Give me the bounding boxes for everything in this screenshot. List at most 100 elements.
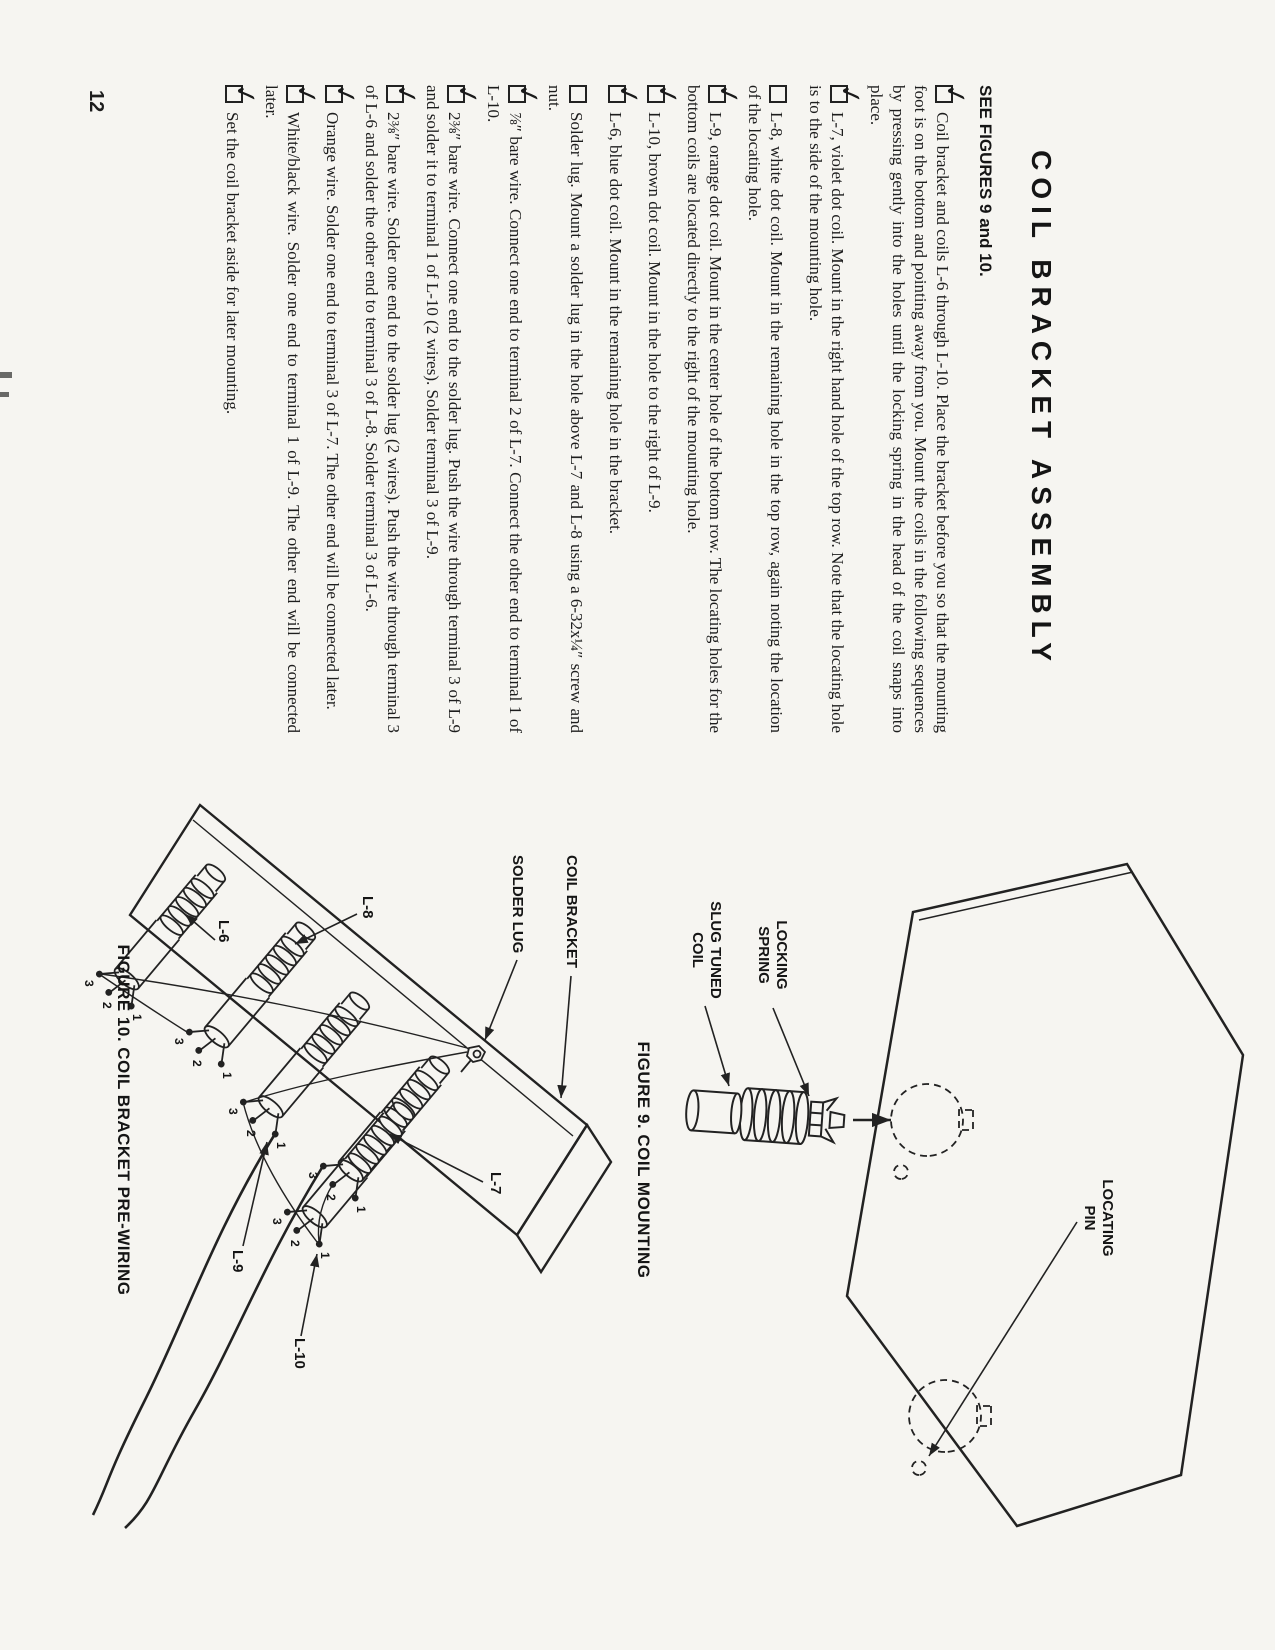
step-text: L-9, orange dot coil. Mount in the cente… <box>684 85 725 733</box>
checkmark: ✓ <box>388 80 424 109</box>
step-checkbox: ✓ <box>647 80 684 109</box>
step-checkbox: ✓ <box>325 80 362 109</box>
coil-l9-label: L-9 <box>229 1250 246 1273</box>
step-checkbox: ✓ <box>508 80 545 109</box>
locating-pin-label: LOCATING <box>1099 1179 1116 1256</box>
chassis-panel <box>845 862 1245 1528</box>
svg-text:1: 1 <box>130 1014 144 1021</box>
checkmark: ✓ <box>227 80 263 109</box>
slug-tuned-coil-label: SLUG TUNED <box>707 901 724 999</box>
step-text: L-10, brown dot coil. Mount in the hole … <box>645 112 664 513</box>
step-checkbox: ✓ <box>286 80 323 109</box>
checkmark: ✓ <box>832 80 868 109</box>
step-text: Orange wire. Solder one end to terminal … <box>323 112 342 710</box>
svg-text:3: 3 <box>82 980 96 987</box>
page-number: 12 <box>85 90 107 113</box>
svg-text:2: 2 <box>100 1002 114 1009</box>
locating-pin-label: PIN <box>1081 1205 1098 1230</box>
svg-text:3: 3 <box>306 1172 320 1179</box>
solder-lug-label: SOLDER LUG <box>509 855 526 953</box>
terminal-numbers: 1 2 3 1 2 3 1 2 3 1 2 3 1 2 3 <box>82 980 368 1259</box>
assembly-step: ✓⅞″ bare wire. Connect one end to termin… <box>482 80 545 733</box>
svg-text:3: 3 <box>270 1218 284 1225</box>
step-text: ⅞″ bare wire. Connect one end to termina… <box>484 85 525 733</box>
svg-text:2: 2 <box>288 1240 302 1247</box>
step-text: Set the coil bracket aside for later mou… <box>223 112 242 415</box>
step-checkbox: ✓ <box>830 80 867 109</box>
checkmark: ✓ <box>449 80 485 109</box>
step-checkbox: ✓ <box>225 80 262 109</box>
figure-10: COIL BRACKET SOLDER LUG L-6 L-8 L-7 L-9 … <box>65 780 625 1580</box>
step-checkbox: ✓ <box>447 80 484 109</box>
step-text: L-8, white dot coil. Mount in the remain… <box>745 85 786 733</box>
step-text: L-7, violet dot coil. Mount in the right… <box>806 85 847 733</box>
coil-bracket-label: COIL BRACKET <box>563 855 580 968</box>
scan-artifact <box>0 392 9 397</box>
see-figures-note: SEE FIGURES 9 and 10. <box>976 85 995 277</box>
svg-text:3: 3 <box>226 1108 240 1115</box>
page-title: COIL BRACKET ASSEMBLY <box>1026 150 1057 668</box>
svg-text:2: 2 <box>190 1060 204 1067</box>
assembly-step: Solder lug. Mount a solder lug in the ho… <box>543 85 589 733</box>
checkmark: ✓ <box>327 80 363 109</box>
step-checkbox: ✓ <box>935 80 972 109</box>
step-checkbox <box>569 85 587 103</box>
svg-text:1: 1 <box>274 1142 288 1149</box>
figure-9: LOCATING PIN LOCKING SPRING SLUG TUNED C… <box>625 820 1245 1600</box>
step-checkbox: ✓ <box>608 80 645 109</box>
assembly-step: ✓ Set the coil bracket aside for later mo… <box>221 80 262 733</box>
hookup-wires <box>91 1133 325 1529</box>
scan-artifact <box>0 372 12 378</box>
coil-l10-label: L-10 <box>291 1338 308 1369</box>
checkmark: ✓ <box>937 80 973 109</box>
step-text: 2⅜″ bare wire. Connect one end to the so… <box>423 85 464 733</box>
step-checkbox: ✓ <box>708 80 745 109</box>
svg-text:1: 1 <box>220 1072 234 1079</box>
locking-spring-label: SPRING <box>755 926 772 984</box>
locking-spring-label: LOCKING <box>773 920 790 989</box>
step-text: White/black wire. Solder one end to term… <box>262 85 303 733</box>
step-text: Coil bracket and coils L-6 through L-10.… <box>867 85 952 733</box>
locating-pin-hole <box>908 1379 992 1476</box>
svg-text:2: 2 <box>324 1194 338 1201</box>
assembly-step: ✓L-7, violet dot coil. Mount in the righ… <box>804 80 867 733</box>
slug-tuned-coil <box>685 1087 846 1145</box>
svg-text:2: 2 <box>244 1130 258 1137</box>
step-text: 2⅜″ bare wire. Solder one end to the sol… <box>362 85 403 733</box>
slug-tuned-coil-label: COIL <box>689 932 706 968</box>
checkmark: ✓ <box>710 80 746 109</box>
checkmark: ✓ <box>288 80 324 109</box>
figure9-drawing: LOCATING PIN LOCKING SPRING SLUG TUNED C… <box>685 862 1245 1528</box>
step-checkbox: ✓ <box>386 80 423 109</box>
assembly-step: ✓2⅜″ bare wire. Connect one end to the s… <box>421 80 484 733</box>
solder-lug <box>460 1045 487 1073</box>
checkmark: ✓ <box>610 80 646 109</box>
figure10-leader-lines <box>184 913 572 1337</box>
checkmark: ✓ <box>649 80 685 109</box>
figure10-drawing: COIL BRACKET SOLDER LUG L-6 L-8 L-7 L-9 … <box>82 803 613 1529</box>
assembly-step: ✓L-6, blue dot coil. Mount in the remain… <box>604 80 645 733</box>
svg-text:1: 1 <box>354 1206 368 1213</box>
instruction-column: COIL BRACKET ASSEMBLY SEE FIGURES 9 and … <box>206 80 1057 733</box>
svg-text:1: 1 <box>318 1252 332 1259</box>
bare-wires <box>98 973 468 1243</box>
coil-l7-label: L-7 <box>487 1172 504 1195</box>
assembly-step: ✓ L-10, brown dot coil. Mount in the hole… <box>643 80 684 733</box>
assembly-step: ✓Coil bracket and coils L-6 through L-10… <box>865 80 972 733</box>
svg-text:3: 3 <box>172 1038 186 1045</box>
assembly-step: ✓ Orange wire. Solder one end to terminal… <box>321 80 362 733</box>
assembly-step: L-8, white dot coil. Mount in the remain… <box>743 85 789 733</box>
coil-l8-label: L-8 <box>359 896 376 919</box>
checkmark: ✓ <box>510 80 546 109</box>
figure9-leader-lines <box>704 1005 1078 1457</box>
coil-l6-label: L-6 <box>215 920 232 943</box>
figure9-caption: FIGURE 9. COIL MOUNTING <box>634 1041 653 1279</box>
step-checkbox <box>769 85 787 103</box>
assembly-step: ✓2⅜″ bare wire. Solder one end to the so… <box>360 80 423 733</box>
figure10-caption: FIGURE 10. COIL BRACKET PRE-WIRING <box>114 944 133 1296</box>
step-text: Solder lug. Mount a solder lug in the ho… <box>545 85 586 733</box>
coil-mount-hole <box>890 1083 974 1180</box>
assembly-step: ✓L-9, orange dot coil. Mount in the cent… <box>682 80 745 733</box>
